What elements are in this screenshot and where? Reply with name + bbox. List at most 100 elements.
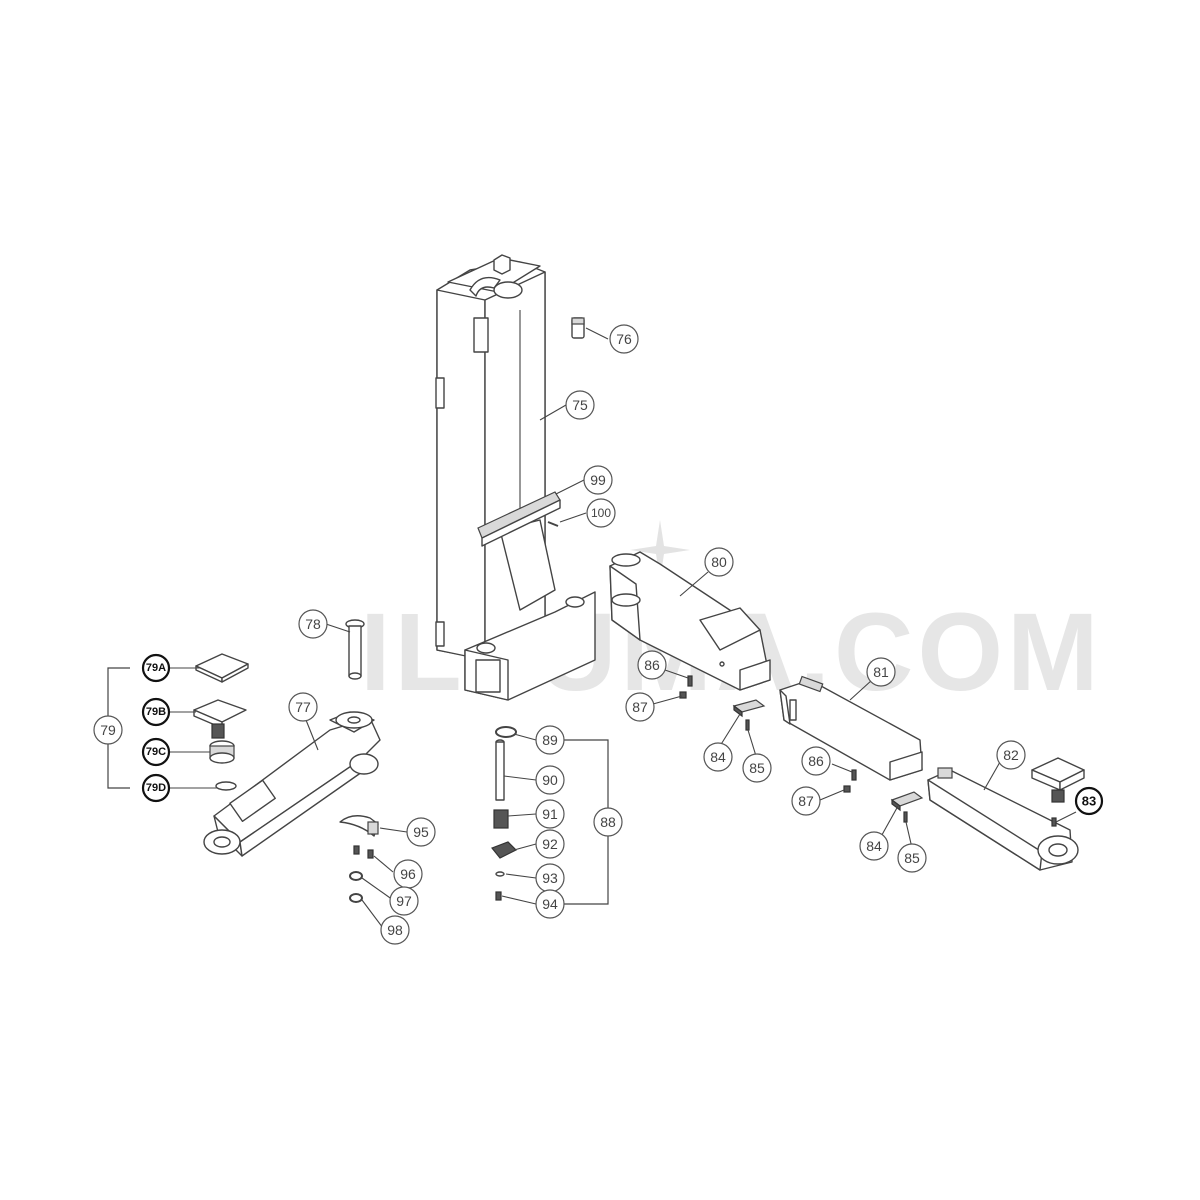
part-87a-screw: [679, 691, 687, 699]
part-100-pin: [547, 521, 559, 527]
svg-text:87: 87: [798, 793, 814, 809]
callout-81: 81: [866, 657, 896, 687]
svg-text:84: 84: [710, 749, 726, 765]
svg-text:79D: 79D: [146, 782, 166, 794]
part-76-bracket: [571, 317, 585, 339]
svg-text:85: 85: [749, 760, 765, 776]
svg-text:92: 92: [542, 836, 558, 852]
callout-84a: 84: [703, 742, 733, 772]
part-91-spring: [493, 809, 509, 829]
part-81-arm: [779, 675, 923, 781]
svg-text:84: 84: [866, 838, 882, 854]
callout-84b: 84: [859, 831, 889, 861]
callout-79: 79: [93, 715, 123, 745]
part-79c-spacer: [209, 740, 235, 764]
callout-90: 90: [535, 765, 565, 795]
svg-text:88: 88: [600, 814, 616, 830]
callout-97: 97: [389, 886, 419, 916]
callout-92: 92: [535, 829, 565, 859]
part-83-pad: [1031, 757, 1085, 827]
svg-text:95: 95: [413, 824, 429, 840]
svg-text:97: 97: [396, 893, 412, 909]
callout-100: 100: [586, 498, 616, 528]
part-85a-pin: [745, 719, 750, 731]
part-92-knob: [491, 841, 518, 859]
part-79a-pad: [195, 653, 249, 683]
callout-88: 88: [593, 807, 623, 837]
callout-76: 76: [609, 324, 639, 354]
callout-85b: 85: [897, 843, 927, 873]
part-96-screws: [353, 845, 374, 859]
callout-99: 99: [583, 465, 613, 495]
svg-text:90: 90: [542, 772, 558, 788]
callout-94: 94: [535, 889, 565, 919]
callout-75: 75: [565, 390, 595, 420]
svg-text:80: 80: [711, 554, 727, 570]
callout-79a: 79A: [141, 653, 171, 683]
part-86a-clip: [687, 675, 693, 687]
watermark-star-icon: [630, 520, 690, 580]
part-85b-pin: [903, 811, 908, 823]
svg-text:89: 89: [542, 732, 558, 748]
callout-85a: 85: [742, 753, 772, 783]
svg-text:86: 86: [808, 753, 824, 769]
svg-text:99: 99: [590, 472, 606, 488]
svg-text:98: 98: [387, 922, 403, 938]
part-90-pin: [495, 739, 505, 801]
svg-text:91: 91: [542, 806, 558, 822]
callout-95: 95: [406, 817, 436, 847]
callout-80: 80: [704, 547, 734, 577]
part-89-ring: [495, 726, 517, 738]
svg-text:79: 79: [100, 722, 116, 738]
leader-lines: [170, 327, 1077, 929]
callout-87a: 87: [625, 692, 655, 722]
svg-text:94: 94: [542, 896, 558, 912]
part-98-ring: [349, 893, 363, 903]
part-99-crossbar: [477, 491, 561, 547]
part-77-arm: [203, 711, 381, 857]
svg-text:75: 75: [572, 397, 588, 413]
svg-text:79C: 79C: [146, 746, 166, 758]
part-95-latch: [339, 815, 379, 837]
callout-79c: 79C: [141, 737, 171, 767]
callout-82: 82: [996, 740, 1026, 770]
svg-text:79A: 79A: [146, 662, 166, 674]
callout-96: 96: [393, 859, 423, 889]
part-82-arm: [927, 767, 1079, 871]
callout-86a: 86: [637, 650, 667, 680]
part-97-ring: [349, 871, 363, 881]
part-79b-adapter: [193, 699, 247, 739]
callout-93: 93: [535, 863, 565, 893]
part-80-arm: [609, 551, 771, 691]
part-84a-block: [732, 699, 766, 718]
callout-79b: 79B: [141, 697, 171, 727]
callout-79d: 79D: [141, 773, 171, 803]
svg-text:86: 86: [644, 657, 660, 673]
svg-text:96: 96: [400, 866, 416, 882]
callout-89: 89: [535, 725, 565, 755]
callout-86b: 86: [801, 746, 831, 776]
callout-91: 91: [535, 799, 565, 829]
callout-78: 78: [298, 609, 328, 639]
part-93-clip: [495, 871, 505, 877]
svg-text:93: 93: [542, 870, 558, 886]
svg-text:85: 85: [904, 850, 920, 866]
callout-77: 77: [288, 692, 318, 722]
part-87b-screw: [843, 785, 851, 793]
part-78-pin: [345, 619, 365, 680]
leaders-89-94: [501, 733, 537, 905]
svg-text:100: 100: [591, 506, 611, 520]
svg-text:83: 83: [1082, 794, 1096, 809]
svg-text:79B: 79B: [146, 706, 166, 718]
part-94-screw: [495, 891, 502, 901]
part-75-column: [435, 254, 596, 701]
svg-text:78: 78: [305, 616, 321, 632]
svg-text:81: 81: [873, 664, 889, 680]
callout-83: 83: [1074, 786, 1104, 816]
part-84b-block: [890, 791, 924, 812]
svg-text:82: 82: [1003, 747, 1019, 763]
part-86b-clip: [851, 769, 857, 781]
part-79d-clip: [215, 781, 237, 791]
